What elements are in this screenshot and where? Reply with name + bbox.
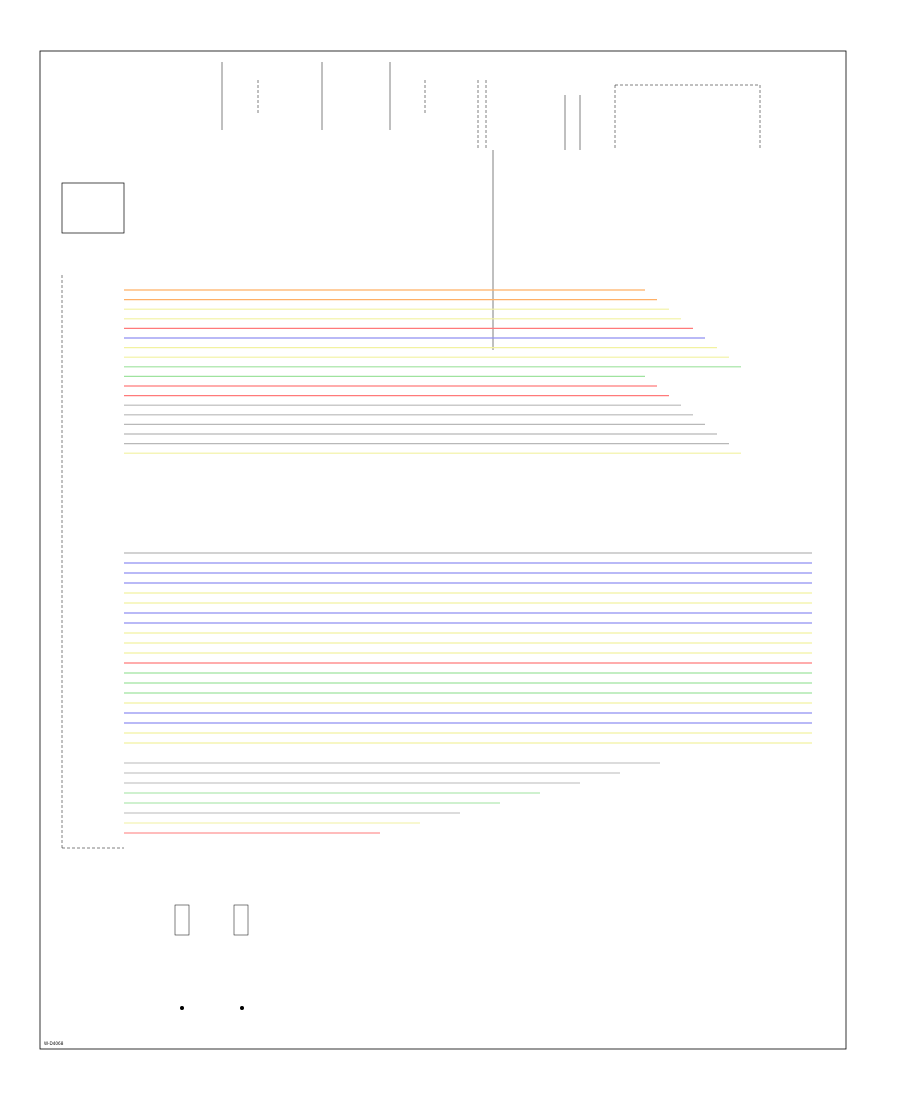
left-seat-heater-element bbox=[174, 904, 190, 936]
bus-wire-layer bbox=[124, 552, 812, 744]
fuse-group bbox=[221, 62, 426, 130]
wire-layer bbox=[124, 289, 741, 454]
sensor-group bbox=[174, 904, 249, 1010]
heated-seat-module-box bbox=[61, 182, 125, 234]
diagram-frame bbox=[39, 50, 847, 1050]
right-ground-point bbox=[240, 1006, 244, 1010]
lower-wire-layer bbox=[124, 762, 660, 834]
diagram-code: W-D4068 bbox=[44, 1041, 64, 1046]
top-connector-group bbox=[477, 80, 581, 350]
right-seat-heater-element bbox=[233, 904, 249, 936]
left-ground-point bbox=[180, 1006, 184, 1010]
